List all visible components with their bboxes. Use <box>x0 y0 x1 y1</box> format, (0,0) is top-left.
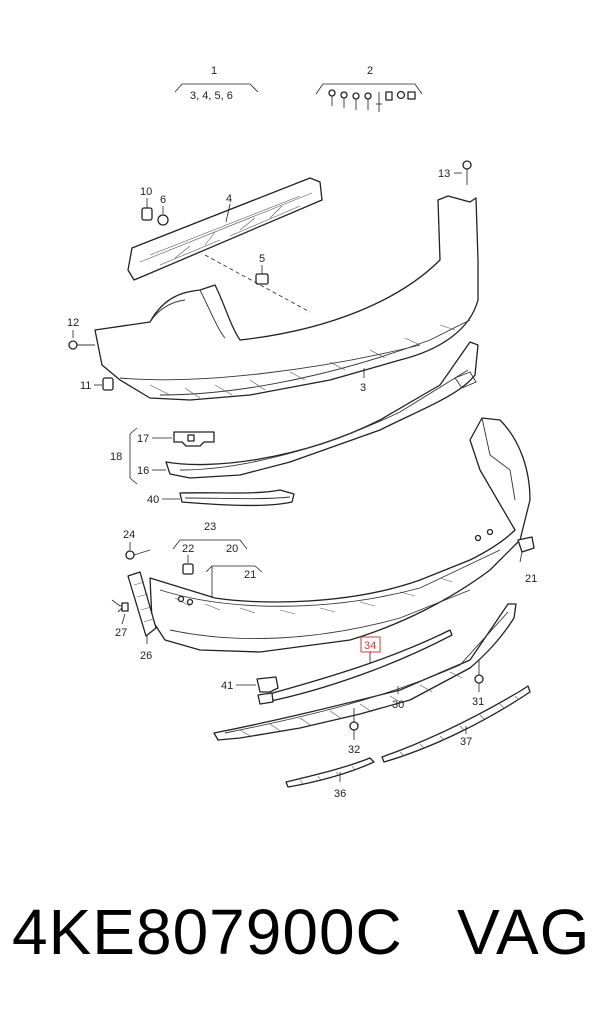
part-21-sensor-right: 21 <box>517 536 537 585</box>
part-main-bumper-cover <box>149 417 531 653</box>
label-24: 24 <box>123 529 135 541</box>
label-5: 5 <box>259 253 265 265</box>
label-37: 37 <box>460 736 472 748</box>
part-26-side-bracket: 26 <box>127 571 157 662</box>
label-36: 36 <box>334 788 346 800</box>
fasteners-icon <box>328 89 416 112</box>
label-10: 10 <box>140 186 152 198</box>
label-21-b: 21 <box>525 573 537 585</box>
label-3: 3 <box>360 382 366 394</box>
highlight-box <box>360 636 381 653</box>
part-4-reinforcement: 4 <box>127 177 323 281</box>
part-number: 4KE807900C <box>12 896 403 968</box>
label-22: 22 <box>182 543 194 555</box>
part-13-bolt: 13 <box>438 160 472 185</box>
label-41: 41 <box>221 680 233 692</box>
part-32-screw: 32 <box>348 708 360 756</box>
part-3-upper-cover: 3 <box>94 195 479 401</box>
label-2: 2 <box>367 65 373 77</box>
part-30-diffuser: 30 <box>213 603 517 741</box>
part-6-clip: 6 <box>157 194 169 226</box>
label-13: 13 <box>438 168 450 180</box>
label-12: 12 <box>67 317 79 329</box>
label-23: 23 <box>204 521 216 533</box>
label-6: 6 <box>160 194 166 206</box>
part-12-screw: 12 <box>67 317 95 350</box>
group-label-1: 1 3, 4, 5, 6 <box>174 65 259 102</box>
label-20: 20 <box>226 543 238 555</box>
label-11: 11 <box>80 380 91 392</box>
label-21-a: 21 <box>244 569 256 581</box>
part-16-trim-strip: 16 <box>137 341 479 479</box>
label-17: 17 <box>137 433 149 445</box>
part-17-bracket: 17 <box>137 431 215 447</box>
part-11-nut: 11 <box>80 377 114 392</box>
group-label-20: 20 <box>205 543 263 573</box>
part-37-trim-strip: 37 <box>381 685 531 763</box>
part-41-bracket: 41 <box>221 676 279 705</box>
label-27: 27 <box>115 627 127 639</box>
part-31-screw: 31 <box>472 660 484 708</box>
group-label-18: 18 <box>110 427 138 485</box>
part-22-clip: 22 <box>182 543 194 575</box>
part-36-trim-strip: 36 <box>285 757 375 800</box>
label-30: 30 <box>392 699 404 711</box>
part-10-nut: 10 <box>140 186 153 221</box>
label-1-sub: 3, 4, 5, 6 <box>190 90 233 102</box>
label-32: 32 <box>348 744 360 756</box>
label-31: 31 <box>472 696 484 708</box>
group-label-23: 23 <box>172 521 248 550</box>
part-24-screw: 24 <box>123 529 151 560</box>
label-1: 1 <box>211 65 217 77</box>
label-40: 40 <box>147 494 159 506</box>
part-27-clip: 27 <box>111 599 129 639</box>
label-4: 4 <box>226 193 232 205</box>
part-5-bracket: 5 <box>204 253 311 313</box>
group-label-2: 2 <box>315 65 423 112</box>
part-40-reflector-strip: 40 <box>147 489 295 507</box>
label-16: 16 <box>137 465 149 477</box>
part-21-sensor-left: 21 <box>211 566 256 598</box>
part-34-trim-strip: 34 <box>261 629 453 703</box>
label-26: 26 <box>140 650 152 662</box>
label-18: 18 <box>110 451 122 463</box>
parts-diagram: 1 3, 4, 5, 6 2 4 10 6 <box>67 65 537 800</box>
brand-label: VAG <box>457 896 591 968</box>
label-34[interactable]: 34 <box>364 640 376 652</box>
